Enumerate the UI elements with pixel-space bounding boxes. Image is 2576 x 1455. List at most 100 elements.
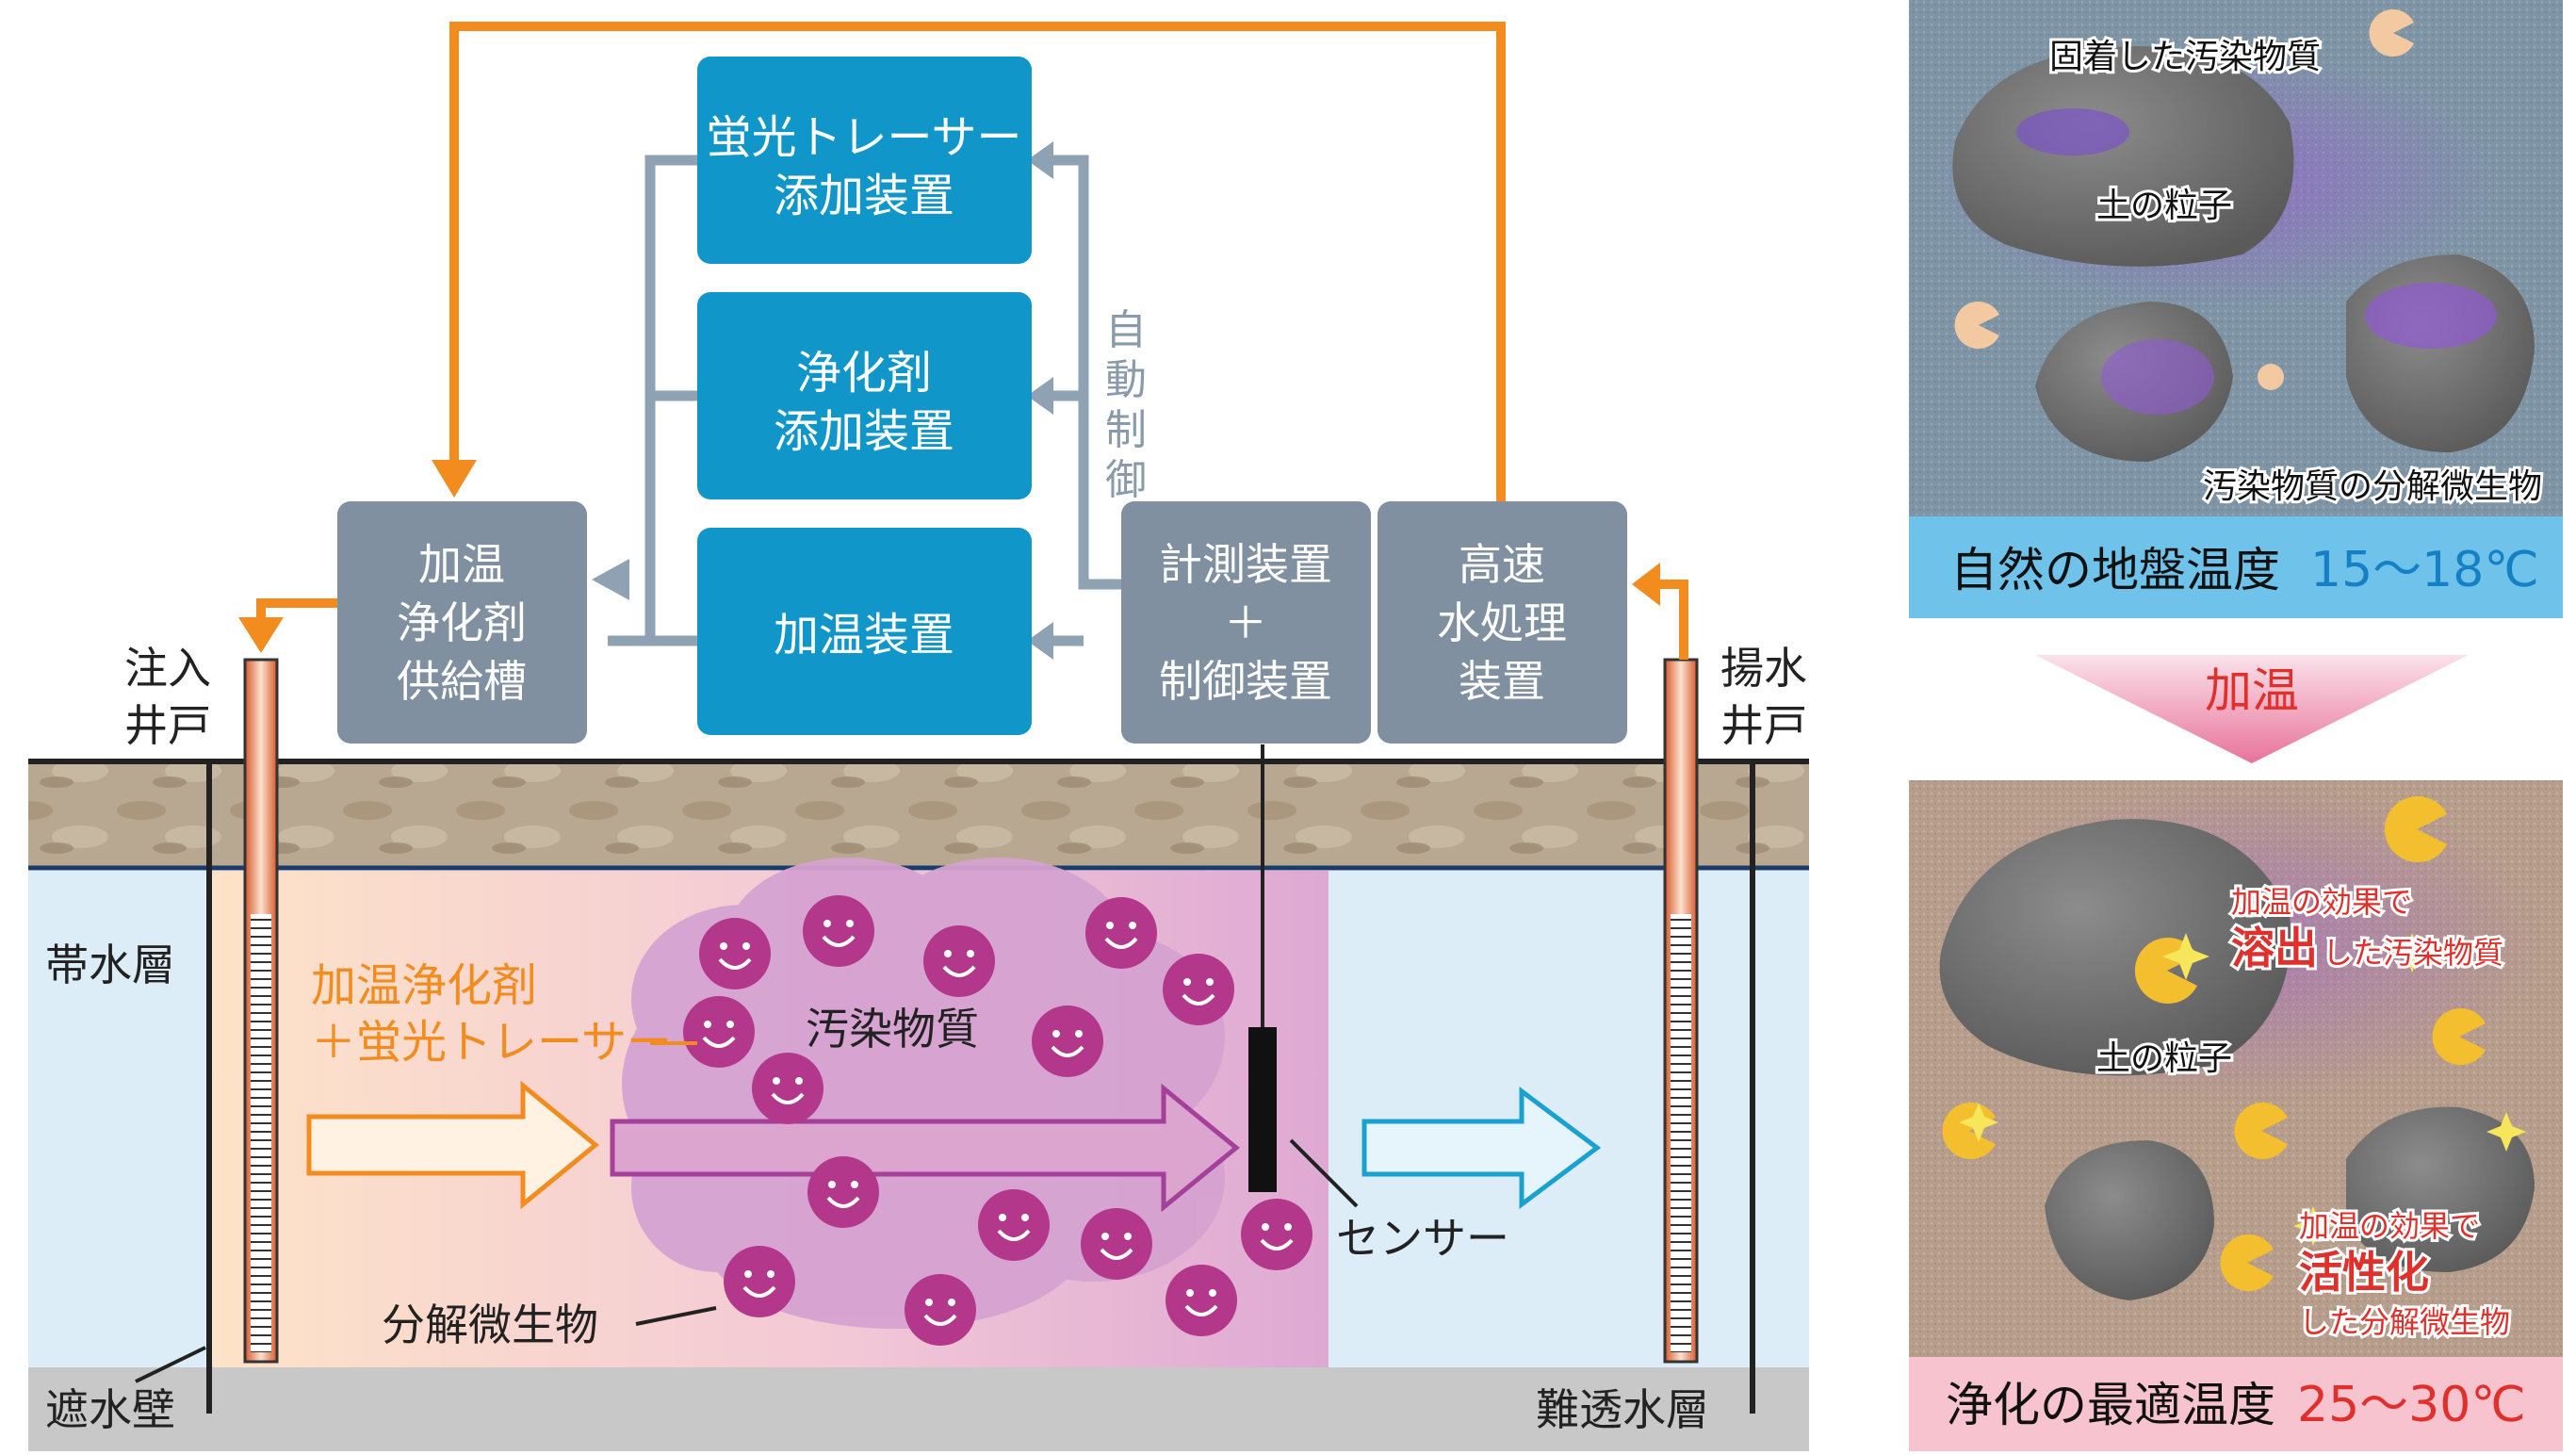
optimal-microbe-5 (2234, 1103, 2288, 1159)
natural-degrading-microbe: 汚染物質の分解微生物 (2203, 467, 2542, 506)
optimal-temp: 25～30℃ (2297, 1377, 2526, 1433)
contaminant-smiley (752, 1053, 823, 1124)
contaminant-smiley (1241, 1199, 1312, 1270)
sensor (1248, 1027, 1277, 1192)
injection-well-label-1: 注入 (124, 643, 211, 694)
water-unit-line2: 水処理 (1437, 597, 1567, 648)
optimal-soil-particle: 土の粒子 (2096, 1039, 2232, 1078)
contaminant-smiley (905, 1274, 976, 1346)
contaminant-smiley (1081, 1208, 1152, 1280)
control-arrowheads (592, 141, 1053, 660)
sparkles (1959, 933, 2526, 1246)
panel-natural: 固着した汚染物質 土の粒子 汚染物質の分解微生物 自然の地盤温度 15～18℃ (1909, 0, 2563, 618)
heating-arrow: 加温 (2035, 655, 2469, 763)
optimal-caption-bar (1909, 1357, 2563, 1451)
microbe-label: 分解微生物 (382, 1300, 598, 1350)
contaminant-smiley (1085, 897, 1157, 969)
soil-rock-1 (1952, 46, 2294, 267)
svg-text:動: 動 (1105, 356, 1147, 404)
optimal-microbe-3 (2432, 1008, 2486, 1065)
contaminant-label: 汚染物質 (806, 1004, 979, 1054)
circulation-arrowheads (238, 460, 1660, 653)
contaminant-smiley (683, 996, 755, 1068)
measure-control-unit: 計測装置 ＋ 制御装置 (1121, 501, 1371, 744)
contaminant-particles (683, 895, 1312, 1346)
agent-unit-line1: 浄化剤 (796, 347, 932, 400)
svg-text:御: 御 (1105, 456, 1147, 504)
natural-fixed-contaminant: 固着した汚染物質 (2049, 38, 2321, 76)
optimal-dissolved-1: 加温の効果で (2231, 884, 2412, 920)
agent-label: 加温浄化剤 ＋蛍光トレーサー (311, 959, 672, 1069)
section-labels: 注入 井戸 揚水 井戸 帯水層 遮水壁 難透水層 汚染物質 分解微生物 センサー (45, 643, 1807, 1435)
microbe-pacman-2 (1954, 302, 1999, 349)
cutoff-wall-label: 遮水壁 (45, 1384, 175, 1435)
optimal-soil-rock-1 (1939, 819, 2291, 1076)
contaminant-smiley (1032, 1005, 1103, 1077)
plume-flow-arrow (610, 1083, 1240, 1213)
tracer-unit-line2: 添加装置 (774, 170, 954, 222)
aquifer-label: 帯水層 (45, 940, 175, 990)
impermeable-layer (28, 1367, 1809, 1451)
optimal-microbe-6 (2220, 1234, 2274, 1291)
measure-unit-line1: 計測装置 (1159, 539, 1332, 590)
control-lines (608, 155, 1121, 646)
panel-optimal: 加温の効果で 溶出 した汚染物質 土の粒子 加温の効果で 活性化 した分解微生物… (1909, 780, 2563, 1451)
surface-soil-layer (28, 761, 1809, 867)
leader-lines (135, 1041, 1359, 1383)
natural-caption: 自然の地盤温度 (1950, 543, 2280, 597)
heating-label: 加温 (2205, 663, 2299, 718)
optimal-dissolved-2a: 溶出 (2231, 923, 2318, 973)
outflow-arrow (1361, 1087, 1602, 1209)
agent-label-line2: ＋蛍光トレーサー (311, 1016, 672, 1069)
supply-tank-line2: 浄化剤 (397, 597, 527, 648)
pumping-well-label-1: 揚水 (1720, 643, 1807, 694)
impermeable-layer-label: 難透水層 (1536, 1384, 1709, 1435)
microbe-pacman-1 (2369, 9, 2414, 57)
natural-caption-bar (1909, 516, 2563, 618)
tracer-unit: 蛍光トレーサー 添加装置 (697, 57, 1032, 264)
sensor-label: センサー (1336, 1213, 1509, 1264)
optimal-caption: 浄化の最適温度 (1946, 1378, 2275, 1432)
svg-text:自: 自 (1105, 306, 1147, 354)
supply-tank: 加温 浄化剤 供給槽 (337, 501, 587, 744)
svg-text:制: 制 (1105, 406, 1147, 454)
water-unit-line1: 高速 (1459, 539, 1545, 590)
wells-and-walls (206, 658, 1755, 1414)
contaminant-smiley (923, 925, 995, 997)
agent-unit: 浄化剤 添加装置 (697, 292, 1032, 499)
agent-label-line1: 加温浄化剤 (311, 959, 537, 1012)
measure-unit-line3: 制御装置 (1159, 656, 1332, 707)
water-unit-line3: 装置 (1459, 656, 1545, 707)
contaminant-smiley (1163, 954, 1234, 1025)
flow-arrows (306, 1080, 1602, 1213)
supply-tank-line3: 供給槽 (397, 656, 527, 707)
auto-control-label: 自 動 制 御 (1105, 306, 1147, 504)
measure-unit-line2: ＋ (1224, 597, 1267, 648)
optimal-soil-rock-2 (2045, 1140, 2214, 1300)
contaminant-smiley (1166, 1265, 1237, 1336)
tracer-unit-line1: 蛍光トレーサー (706, 111, 1021, 164)
optimal-dissolved-2b: した汚染物質 (2323, 935, 2503, 971)
supply-tank-line1: 加温 (418, 539, 505, 590)
optimal-microbe-1 (2384, 796, 2447, 862)
heater-unit: 加温装置 (697, 528, 1032, 735)
agent-flow-arrow (306, 1080, 599, 1210)
natural-temp: 15～18℃ (2310, 542, 2539, 598)
injection-well-screen (251, 914, 271, 1352)
pumping-well-screen (1671, 914, 1691, 1352)
optimal-activated-1: 加温の効果で (2299, 1208, 2480, 1244)
contaminant-smiley (978, 1189, 1050, 1261)
contaminant-smiley (803, 895, 874, 967)
natural-soil-particle: 土の粒子 (2096, 187, 2232, 225)
contaminant-smiley (699, 918, 771, 989)
contaminant-smiley (807, 1156, 879, 1228)
heater-unit-line1: 加温装置 (774, 609, 954, 662)
contaminant-smiley (724, 1246, 795, 1317)
optimal-activated-2: 活性化 (2299, 1247, 2429, 1298)
optimal-soil-rock-3 (2346, 1106, 2535, 1272)
optimal-activated-3: した分解微生物 (2299, 1304, 2510, 1340)
agent-unit-line2: 添加装置 (774, 405, 954, 458)
water-treatment-unit: 高速 水処理 装置 (1378, 501, 1627, 744)
